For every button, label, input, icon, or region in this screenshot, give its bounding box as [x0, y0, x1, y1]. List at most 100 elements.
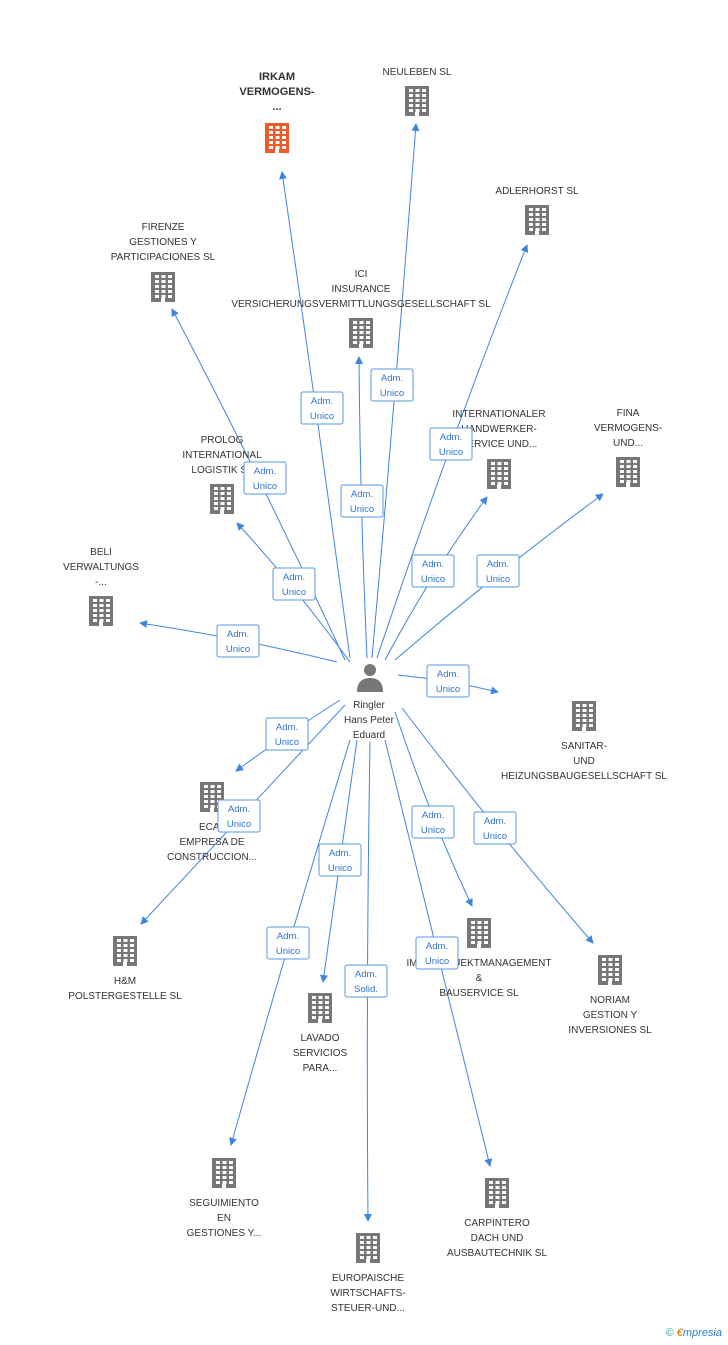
company-label-line: GESTION Y: [583, 1010, 638, 1021]
company-label-line: INTERNATIONAL: [182, 450, 262, 461]
edge-label-text: Adm.: [422, 559, 444, 570]
company-label-line: VERSICHERUNGSVERMITTLUNGSGESELLSCHAFT SL: [231, 299, 491, 310]
person-name-line: Hans Peter: [344, 715, 395, 726]
company-label-line: SEGUIMIENTO: [189, 1198, 259, 1209]
edge-label-text: Unico: [253, 481, 277, 492]
company-label-line: IRKAM: [259, 71, 295, 83]
building-icon: [349, 318, 373, 348]
company-label-line: HANDWERKER-: [461, 424, 537, 435]
company-node-fina[interactable]: FINAVERMOGENS-UND...: [594, 408, 662, 487]
building-icon: [485, 1178, 509, 1208]
company-node-irkam[interactable]: IRKAMVERMOGENS-...: [239, 71, 315, 153]
building-icon: [210, 484, 234, 514]
building-icon: [616, 457, 640, 487]
edge-label-seguimiento[interactable]: Adm.Unico: [266, 926, 310, 960]
edge-label-box[interactable]: [476, 554, 520, 588]
edge-label-irkam[interactable]: Adm.Unico: [300, 391, 344, 425]
edge-label-box[interactable]: [370, 368, 414, 402]
company-label-line: EN: [217, 1213, 231, 1224]
edge-label-box[interactable]: [426, 664, 470, 698]
company-label-line: EMPRESA DE: [179, 837, 244, 848]
company-label-line: BELI: [90, 547, 112, 558]
building-icon: [598, 955, 622, 985]
company-node-lavado[interactable]: LAVADOSERVICIOSPARA...: [293, 993, 348, 1074]
edge-label-lavado[interactable]: Adm.Unico: [318, 843, 362, 877]
edge-label-text: Adm.: [311, 396, 333, 407]
building-icon: [405, 86, 429, 116]
edge-label-ici[interactable]: Adm.Unico: [340, 484, 384, 518]
edge-label-fina[interactable]: Adm.Unico: [476, 554, 520, 588]
edge-label-noriam[interactable]: Adm.Unico: [473, 811, 517, 845]
company-label-line: CONSTRUCCION...: [167, 852, 257, 863]
company-label-line: NEULEBEN SL: [383, 67, 452, 78]
company-node-ici[interactable]: ICIINSURANCEVERSICHERUNGSVERMITTLUNGSGES…: [231, 269, 491, 348]
edge-label-box[interactable]: [216, 624, 260, 658]
edge-label-text: Adm.: [381, 373, 403, 384]
company-label-line: LAVADO: [300, 1033, 339, 1044]
edge-label-text: Adm.: [228, 804, 250, 815]
edge-label-ecal[interactable]: Adm.Unico: [265, 717, 309, 751]
edge-label-box[interactable]: [265, 717, 309, 751]
company-node-beli[interactable]: BELIVERWALTUNGS-...: [63, 547, 139, 626]
edge-label-carpintero[interactable]: Adm.Unico: [415, 936, 459, 970]
edge-label-text: Adm.: [440, 432, 462, 443]
edge-label-box[interactable]: [272, 567, 316, 601]
edge-label-hm[interactable]: Adm.Unico: [217, 799, 261, 833]
edge-label-box[interactable]: [318, 843, 362, 877]
company-label-line: INVERSIONES SL: [568, 1025, 652, 1036]
edge-label-neuleben[interactable]: Adm.Unico: [370, 368, 414, 402]
company-label-line: PARA...: [303, 1063, 338, 1074]
company-label-line: SERVICE UND...: [461, 439, 538, 450]
company-node-europaische[interactable]: EUROPAISCHEWIRTSCHAFTS-STEUER-UND...: [330, 1233, 406, 1314]
edge-label-box[interactable]: [429, 427, 473, 461]
edge-label-box[interactable]: [340, 484, 384, 518]
edge-label-sanitar[interactable]: Adm.Unico: [426, 664, 470, 698]
edge-label-text: Unico: [439, 447, 463, 458]
edge-label-firenze[interactable]: Adm.Unico: [243, 461, 287, 495]
edge-label-prolog[interactable]: Adm.Unico: [272, 567, 316, 601]
edge-label-box[interactable]: [266, 926, 310, 960]
edge-label-box[interactable]: [411, 554, 455, 588]
brand-name: mpresia: [682, 1327, 722, 1339]
company-node-neuleben[interactable]: NEULEBEN SL: [383, 67, 452, 116]
edge-label-box[interactable]: [473, 811, 517, 845]
edge-label-text: Solid.: [354, 984, 378, 995]
edge-label-box[interactable]: [344, 964, 388, 998]
edge-label-box[interactable]: [217, 799, 261, 833]
edge-label-text: Unico: [226, 644, 250, 655]
edge-label-box[interactable]: [243, 461, 287, 495]
edge-label-text: Adm.: [487, 559, 509, 570]
edge-label-adlerhorst[interactable]: Adm. Unico: [429, 427, 473, 461]
company-label-line: -...: [95, 577, 107, 588]
company-label-line: HEIZUNGSBAUGESELLSCHAFT SL: [501, 771, 667, 782]
company-node-immo[interactable]: IMMOPROJEKTMANAGEMENT&BAUSERVICE SL: [406, 918, 552, 999]
edge-label-text: Unico: [350, 504, 374, 515]
edge-label-box[interactable]: [411, 805, 455, 839]
company-label-line: IMMOPROJEKTMANAGEMENT: [406, 958, 551, 969]
edge-label-text: Unico: [421, 574, 445, 585]
building-icon: [265, 123, 289, 153]
edge-label-europaische[interactable]: Adm.Solid.: [344, 964, 388, 998]
edge-label-text: Adm.: [227, 629, 249, 640]
edge-label-beli[interactable]: Adm. Unico: [216, 624, 260, 658]
edge-label-text: Unico: [483, 831, 507, 842]
edge-label-box[interactable]: [300, 391, 344, 425]
edge-label-immo[interactable]: Adm.Unico: [411, 805, 455, 839]
person-name-line: Eduard: [353, 730, 385, 741]
building-icon: [467, 918, 491, 948]
edge-label-internationaler[interactable]: Adm. Unico: [411, 554, 455, 588]
company-label-line: PARTICIPACIONES SL: [111, 252, 216, 263]
edge-label-box[interactable]: [415, 936, 459, 970]
company-label-line: LOGISTIK SL: [191, 465, 253, 476]
company-node-adlerhorst[interactable]: ADLERHORST SL: [495, 186, 579, 235]
